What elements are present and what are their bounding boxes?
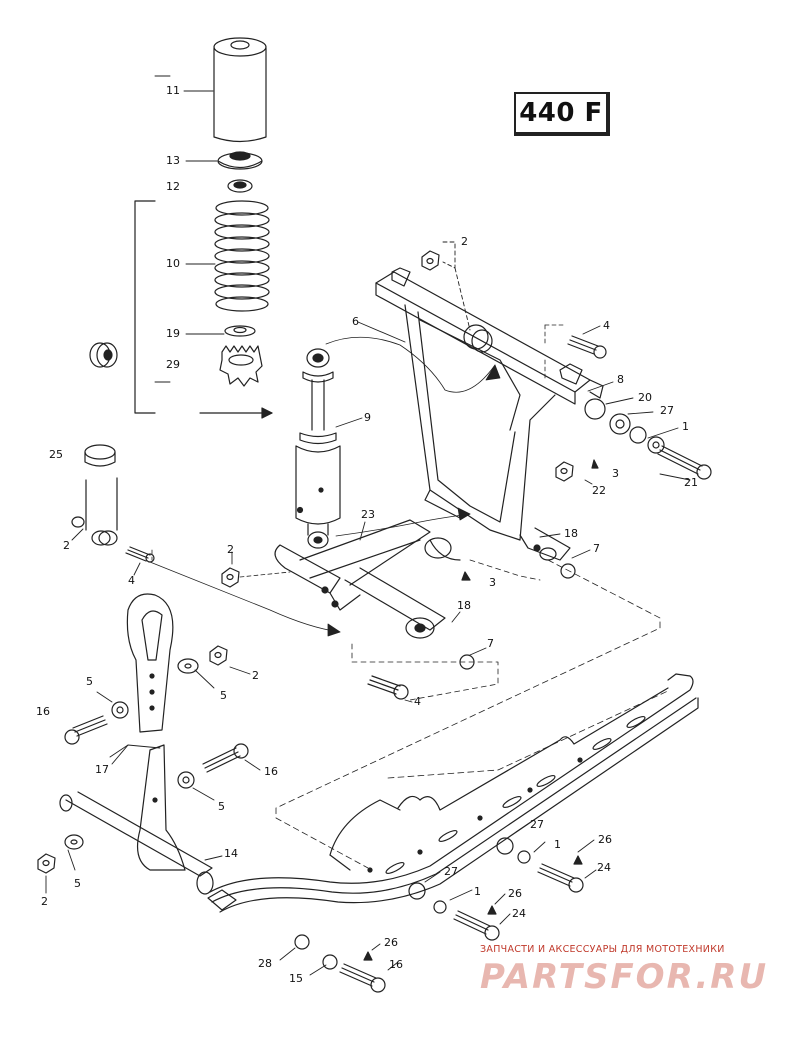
callout-18: 18: [564, 527, 578, 540]
callout-7: 7: [593, 542, 600, 555]
callout-4: 4: [414, 695, 421, 708]
bolt-16b-part: [202, 743, 249, 773]
screw-3b-part: [461, 571, 471, 581]
callout-24: 24: [512, 907, 526, 920]
callout-22: 22: [592, 484, 606, 497]
callout-19: 19: [166, 327, 180, 340]
assembly-paths: [149, 324, 671, 869]
callout-14: 14: [224, 847, 238, 860]
callout-5: 5: [218, 800, 225, 813]
callout-3: 3: [489, 576, 496, 589]
leader-lines: [45, 75, 691, 976]
callout-7: 7: [487, 637, 494, 650]
callout-2: 2: [41, 895, 48, 908]
callout-11: 11: [166, 84, 180, 97]
callout-16: 16: [389, 958, 403, 971]
callout-4: 4: [128, 574, 135, 587]
callout-15: 15: [289, 972, 303, 985]
shaft-14-part: [59, 791, 214, 895]
shock-absorber-part: [295, 348, 341, 549]
callout-27: 27: [444, 865, 458, 878]
callout-5: 5: [86, 675, 93, 688]
washers-5-part: [64, 658, 199, 850]
front-arm-part: [274, 519, 461, 639]
callout-6: 6: [352, 315, 359, 328]
screw-4a-part: [125, 546, 155, 563]
callout-5: 5: [220, 689, 227, 702]
model-label: 440 F: [519, 98, 603, 128]
nut-2-top-part: [421, 250, 440, 271]
callout-2: 2: [252, 669, 259, 682]
callout-12: 12: [166, 180, 180, 193]
adjuster-cam-part: [219, 345, 263, 387]
slide-rail-part: [207, 673, 699, 913]
bolt-21-part: [657, 445, 712, 480]
callout-20: 20: [638, 391, 652, 404]
rear-arm-part: [126, 593, 186, 871]
callout-8: 8: [617, 373, 624, 386]
callout-17: 17: [95, 763, 109, 776]
callout-26: 26: [384, 936, 398, 949]
pivot-arm-part: [375, 267, 604, 561]
callout-25: 25: [49, 448, 63, 461]
callout-2: 2: [63, 539, 70, 552]
washer-stack-part: [584, 398, 665, 454]
callout-29: 29: [166, 358, 180, 371]
shock-cover-part: [213, 37, 267, 143]
callout-9: 9: [364, 411, 371, 424]
watermark-logo: PARTSFOR.RU: [480, 957, 769, 997]
watermark-subtitle: ЗАПЧАСТИ И АКСЕССУАРЫ ДЛЯ МОТОТЕХНИКИ: [480, 944, 725, 955]
callout-2: 2: [461, 235, 468, 248]
callout-1: 1: [474, 885, 481, 898]
callout-27: 27: [530, 818, 544, 831]
bushing-29-part: [89, 342, 118, 368]
callout-26: 26: [598, 833, 612, 846]
bolt-16a-part: [64, 715, 108, 745]
nut-2d-part: [209, 645, 228, 666]
callout-18: 18: [457, 599, 471, 612]
callout-10: 10: [166, 257, 180, 270]
callout-16: 16: [264, 765, 278, 778]
callout-1: 1: [554, 838, 561, 851]
coil-spring-part: [214, 200, 270, 312]
watermark: ЗАПЧАСТИ И АКСЕССУАРЫ ДЛЯ МОТОТЕХНИКИ PA…: [480, 944, 790, 997]
callout-5: 5: [74, 877, 81, 890]
spring-seat-part: [217, 151, 263, 170]
small-bushing-part: [71, 477, 118, 546]
spring-stop-part: [227, 179, 253, 193]
model-label-box: 440 F: [514, 92, 610, 136]
callout-16: 16: [36, 705, 50, 718]
callout-2: 2: [227, 543, 234, 556]
cap-25-part: [84, 444, 116, 467]
callout-26: 26: [508, 887, 522, 900]
callout-28: 28: [258, 957, 272, 970]
callout-27: 27: [660, 404, 674, 417]
callout-21: 21: [684, 476, 698, 489]
nut-22-part: [555, 459, 599, 482]
washer-7a-part: [560, 563, 576, 579]
callout-1: 1: [682, 420, 689, 433]
bolt-4-lower-part: [367, 675, 409, 700]
callout-3: 3: [612, 467, 619, 480]
spring-washer-part: [224, 325, 256, 337]
bolt-4-upper-part: [567, 335, 607, 359]
rail-fasteners-part: [294, 837, 584, 993]
callout-24: 24: [597, 861, 611, 874]
callout-4: 4: [603, 319, 610, 332]
nut-2-part: [221, 567, 240, 588]
assembly-bracket: [134, 200, 156, 414]
nut-2e-part: [37, 853, 56, 874]
callout-23: 23: [361, 508, 375, 521]
callout-13: 13: [166, 154, 180, 167]
